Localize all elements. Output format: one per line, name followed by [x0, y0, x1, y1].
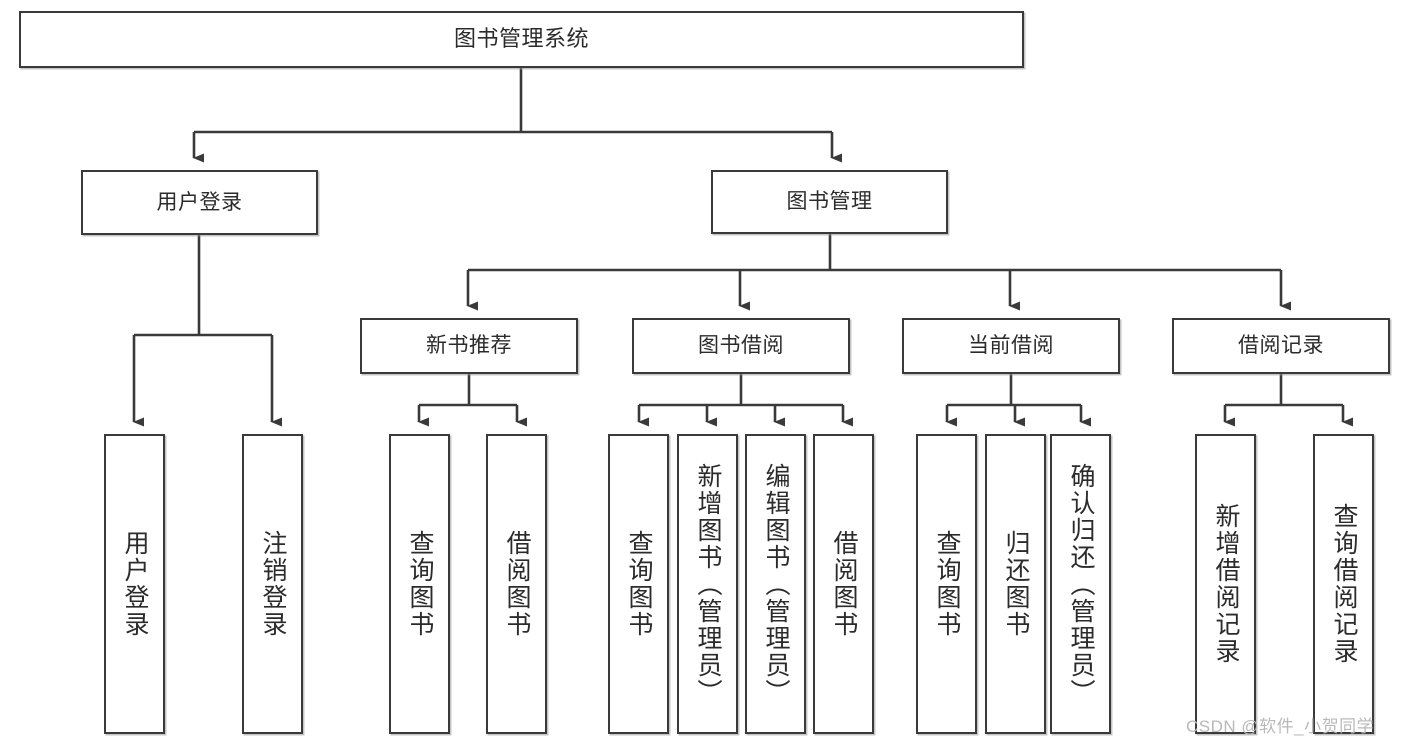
- leaf-borrow-book-2[interactable]: 借阅图书: [813, 434, 874, 734]
- leaf-query-book-2-label: 查询图书: [625, 530, 653, 638]
- leaf-query-book-2[interactable]: 查询图书: [608, 434, 669, 734]
- leaf-query-book-1[interactable]: 查询图书: [389, 434, 450, 734]
- leaf-borrow-book-1-label: 借阅图书: [503, 530, 531, 638]
- leaf-edit-book-admin[interactable]: 编辑图书（管理员）: [745, 434, 806, 734]
- leaf-add-borrow-record[interactable]: 新增借阅记录: [1195, 434, 1256, 734]
- leaf-query-book-3-label: 查询图书: [933, 530, 961, 638]
- csdn-watermark: CSDN @软件_小贺同学: [1186, 717, 1375, 736]
- leaf-confirm-return-admin-label: 确认归还（管理员）: [1067, 462, 1095, 706]
- leaf-logout-login[interactable]: 注销登录: [242, 434, 303, 734]
- leaf-borrow-book-1[interactable]: 借阅图书: [486, 434, 547, 734]
- node-book-borrow[interactable]: 图书借阅: [632, 318, 850, 374]
- node-new-book-recommend-label: 新书推荐: [426, 334, 512, 358]
- leaf-return-book[interactable]: 归还图书: [985, 434, 1046, 734]
- leaf-logout-login-label: 注销登录: [259, 530, 287, 638]
- node-current-borrow[interactable]: 当前借阅: [902, 318, 1120, 374]
- node-user-login-label: 用户登录: [156, 190, 243, 214]
- leaf-query-borrow-record-label: 查询借阅记录: [1330, 503, 1358, 665]
- node-book-manage[interactable]: 图书管理: [711, 170, 948, 234]
- leaf-return-book-label: 归还图书: [1002, 530, 1030, 638]
- node-current-borrow-label: 当前借阅: [968, 334, 1054, 358]
- leaf-user-login-label: 用户登录: [121, 530, 149, 638]
- leaf-add-book-admin[interactable]: 新增图书（管理员）: [677, 434, 738, 734]
- node-root-label: 图书管理系统: [453, 26, 589, 52]
- node-root[interactable]: 图书管理系统: [19, 11, 1024, 68]
- node-user-login[interactable]: 用户登录: [81, 170, 318, 235]
- node-book-manage-label: 图书管理: [786, 190, 873, 214]
- leaf-add-borrow-record-label: 新增借阅记录: [1212, 503, 1240, 665]
- node-borrow-record-label: 借阅记录: [1238, 334, 1324, 358]
- leaf-user-login[interactable]: 用户登录: [104, 434, 165, 734]
- node-book-borrow-label: 图书借阅: [698, 334, 784, 358]
- leaf-query-book-3[interactable]: 查询图书: [916, 434, 977, 734]
- node-borrow-record[interactable]: 借阅记录: [1172, 318, 1390, 374]
- leaf-edit-book-admin-label: 编辑图书（管理员）: [762, 462, 790, 706]
- node-new-book-recommend[interactable]: 新书推荐: [360, 318, 578, 374]
- leaf-add-book-admin-label: 新增图书（管理员）: [694, 462, 722, 706]
- leaf-confirm-return-admin[interactable]: 确认归还（管理员）: [1050, 434, 1111, 734]
- leaf-query-book-1-label: 查询图书: [406, 530, 434, 638]
- leaf-borrow-book-2-label: 借阅图书: [830, 530, 858, 638]
- leaf-query-borrow-record[interactable]: 查询借阅记录: [1313, 434, 1374, 734]
